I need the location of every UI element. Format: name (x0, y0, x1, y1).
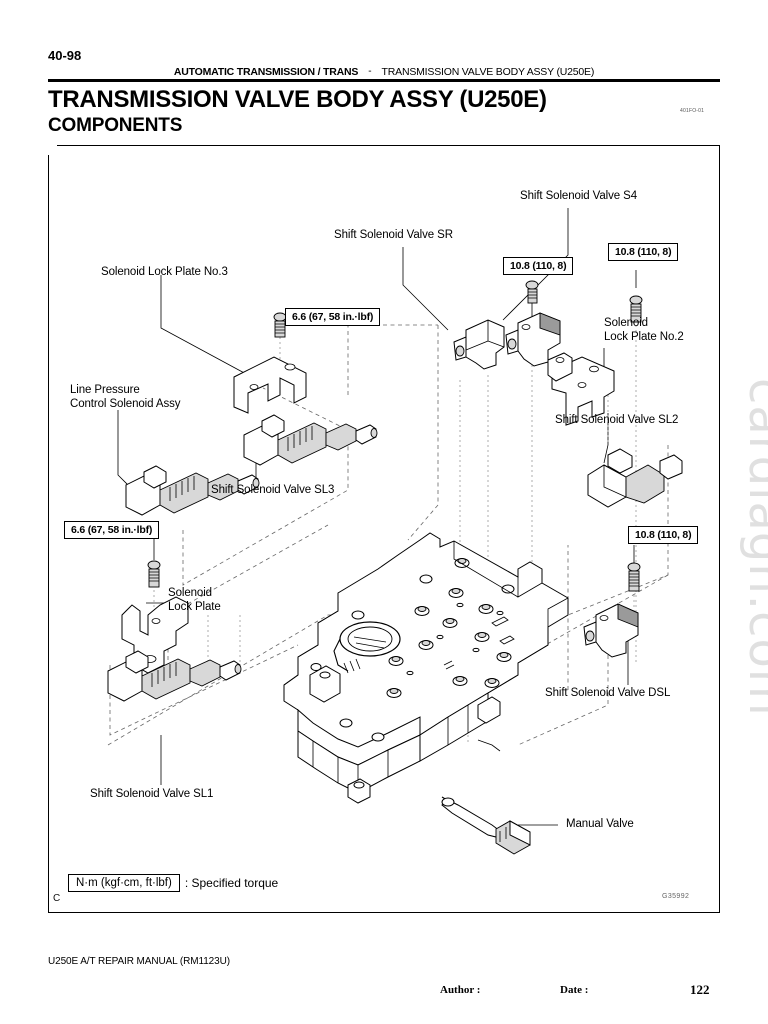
label-line-pressure-control-solenoid-assy: Line Pressure Control Solenoid Assy (70, 384, 181, 410)
valve-body-slots (406, 602, 515, 676)
torque-box-dsl-bolt: 10.8 (110, 8) (628, 526, 699, 544)
label-manual-valve: Manual Valve (566, 818, 634, 830)
bolt-lock-plate-no2 (629, 295, 643, 323)
legend-description: : Specified torque (184, 876, 279, 890)
diagram-frame (48, 145, 720, 913)
torque-legend: N·m (kgf·cm, ft·lbf) : Specified torque (68, 874, 278, 892)
frame-corner-marker: C (53, 893, 61, 904)
manual-valve-part (441, 796, 531, 855)
shift-solenoid-valve-sr-part (453, 319, 505, 370)
running-head-separator: - (368, 66, 372, 77)
bolt-sr (525, 280, 539, 304)
shift-solenoid-valve-sl3-part (243, 414, 378, 466)
page-title: TRANSMISSION VALVE BODY ASSY (U250E) (48, 86, 547, 113)
shift-solenoid-valve-s4-part (505, 312, 561, 367)
shift-solenoid-valve-sl1-part (107, 650, 242, 702)
label-shift-solenoid-valve-s4: Shift Solenoid Valve S4 (520, 190, 638, 202)
label-solenoid-lock-plate-no2: Solenoid Lock Plate No.2 (604, 317, 684, 343)
bolt-dsl (627, 562, 641, 592)
bolt-solenoid-lock-plate (147, 560, 161, 588)
torque-box-s4-bolt: 10.8 (110, 8) (608, 243, 679, 261)
bolt-lock-plate-no3 (273, 312, 287, 338)
frame-corner-gap (48, 145, 57, 155)
running-head-topic: TRANSMISSION VALVE BODY ASSY (U250E) (381, 66, 595, 78)
torque-box-lock-plate: 6.6 (67, 58 in.·lbf) (64, 521, 160, 539)
shift-solenoid-valve-dsl-part (583, 603, 639, 658)
running-head-section: AUTOMATIC TRANSMISSION / TRANS (173, 66, 359, 78)
running-head: AUTOMATIC TRANSMISSION / TRANS-TRANSMISS… (48, 62, 720, 78)
label-solenoid-lock-plate-no3: Solenoid Lock Plate No.3 (101, 266, 228, 278)
label-shift-solenoid-valve-sl2: Shift Solenoid Valve SL2 (555, 414, 679, 426)
footer-date-label: Date : (560, 984, 589, 996)
legend-unit-box: N·m (kgf·cm, ft·lbf) (68, 874, 180, 892)
label-shift-solenoid-valve-sr: Shift Solenoid Valve SR (334, 229, 453, 241)
page-subtitle: COMPONENTS (48, 115, 183, 136)
figure-code: 401FO-01 (680, 108, 705, 114)
header-divider (48, 79, 720, 82)
label-shift-solenoid-valve-dsl: Shift Solenoid Valve DSL (545, 687, 671, 699)
exploded-view-illustration (107, 208, 683, 855)
solenoid-lock-plate-no3-part (233, 356, 307, 414)
label-shift-solenoid-valve-sl1: Shift Solenoid Valve SL1 (90, 788, 214, 800)
watermark: cardiagn.com (738, 378, 768, 717)
transmission-valve-body-part (283, 532, 569, 804)
drawing-id: G35992 (662, 893, 690, 900)
label-shift-solenoid-valve-sl3: Shift Solenoid Valve SL3 (211, 484, 335, 496)
footer-page-number: 122 (690, 982, 710, 997)
torque-box-sr-bolt: 10.8 (110, 8) (503, 257, 574, 275)
label-solenoid-lock-plate: Solenoid Lock Plate (168, 587, 221, 613)
torque-box-lock-plate-no3: 6.6 (67, 58 in.·lbf) (285, 308, 381, 326)
line-pressure-control-solenoid-part (125, 465, 260, 516)
page-number-header: 40-98 (48, 48, 82, 63)
footer-author-label: Author : (440, 984, 481, 996)
shift-solenoid-valve-sl2-part (587, 448, 683, 508)
footer-manual-reference: U250E A/T REPAIR MANUAL (RM1123U) (48, 956, 230, 967)
solenoid-lock-plate-no2-part (547, 352, 615, 426)
